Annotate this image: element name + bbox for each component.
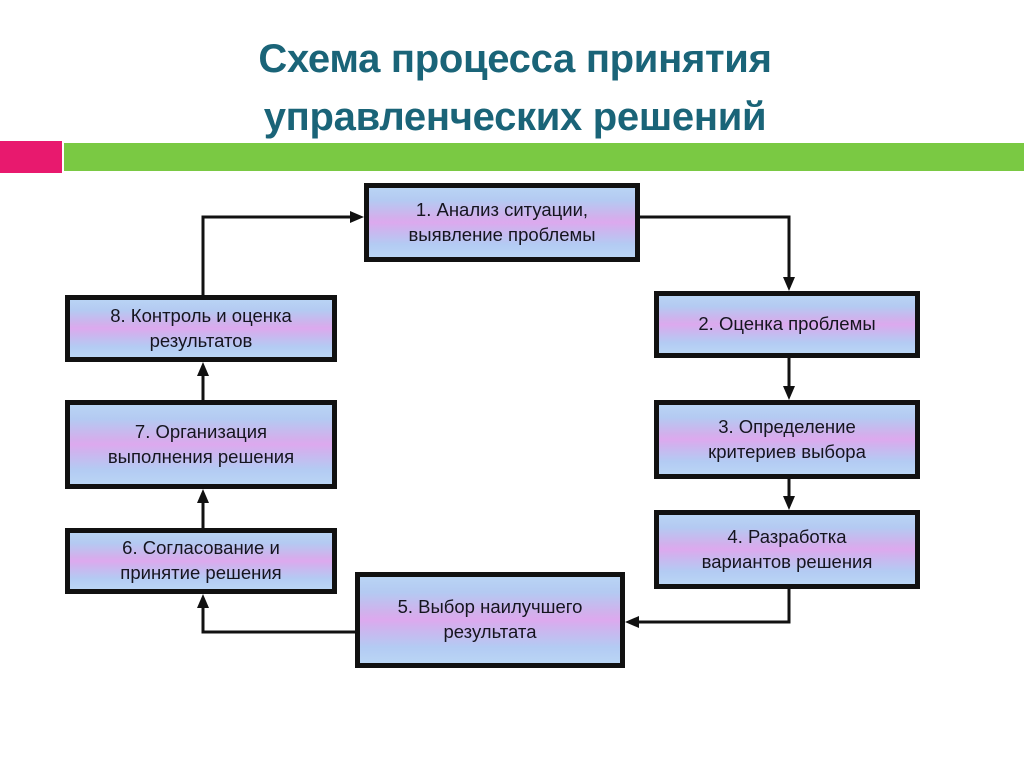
flow-node-7-label: 7. Организация выполнения решения [107, 420, 295, 467]
flow-node-1-label: 1. Анализ ситуации, выявление проблемы [408, 198, 596, 245]
flow-node-2-label: 2. Оценка проблемы [698, 313, 876, 335]
flow-node-5[interactable]: 5. Выбор наилучшего результата [355, 572, 625, 668]
flow-node-4-label: 4. Разработка вариантов решения [701, 525, 873, 572]
connector-7-to-8 [197, 362, 209, 400]
title-accent-bar-green [64, 143, 1024, 171]
page-title: Схема процесса принятия управленческих р… [258, 37, 772, 139]
connector-6-to-7 [197, 489, 209, 528]
connector-4-to-5 [625, 589, 791, 628]
flow-node-7[interactable]: 7. Организация выполнения решения [65, 400, 337, 489]
flow-node-6[interactable]: 6. Согласование и принятие решения [65, 528, 337, 594]
flow-node-8[interactable]: 8. Контроль и оценка результатов [65, 295, 337, 362]
flow-node-3[interactable]: 3. Определение критериев выбора [654, 400, 920, 479]
flow-node-1[interactable]: 1. Анализ ситуации, выявление проблемы [364, 183, 640, 262]
connector-1-to-2 [640, 215, 795, 291]
connector-5-to-6 [197, 594, 355, 634]
flow-node-3-label: 3. Определение критериев выбора [708, 415, 866, 462]
connector-3-to-4 [783, 479, 795, 510]
flow-node-8-label: 8. Контроль и оценка результатов [110, 304, 292, 351]
connector-2-to-3 [783, 358, 795, 400]
flow-node-6-label: 6. Согласование и принятие решения [120, 537, 282, 583]
flow-node-5-label: 5. Выбор наилучшего результата [397, 596, 583, 642]
flow-node-4[interactable]: 4. Разработка вариантов решения [654, 510, 920, 589]
connector-8-to-1 [201, 211, 364, 295]
flow-node-2[interactable]: 2. Оценка проблемы [654, 291, 920, 358]
title-accent-bar-pink [0, 141, 62, 173]
